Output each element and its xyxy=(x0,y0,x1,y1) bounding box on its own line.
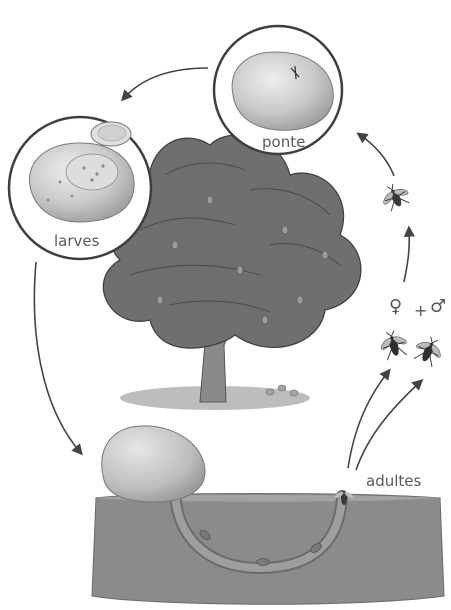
label-larves: larves xyxy=(54,232,99,250)
label-adultes: adultes xyxy=(366,472,421,490)
arrow-adults-to-ponte xyxy=(360,135,394,176)
label-pupes: pupes xyxy=(330,566,373,582)
fallen-fruit xyxy=(102,426,205,502)
arrow-emerge-2 xyxy=(356,382,420,470)
female-symbol: ♀ xyxy=(389,296,402,317)
fly-top xyxy=(377,179,414,213)
arrow-up-right xyxy=(404,230,409,282)
male-symbol: ♂ xyxy=(430,296,446,317)
fly-male xyxy=(410,332,448,369)
arrow-larves-to-soil xyxy=(34,262,80,452)
plus-symbol: + xyxy=(414,301,427,320)
label-ponte: ponte xyxy=(262,133,305,151)
arrow-emerge-1 xyxy=(348,372,388,468)
soil-section xyxy=(92,491,444,604)
fly-female xyxy=(376,328,411,362)
arrow-ponte-to-larves xyxy=(124,68,208,98)
